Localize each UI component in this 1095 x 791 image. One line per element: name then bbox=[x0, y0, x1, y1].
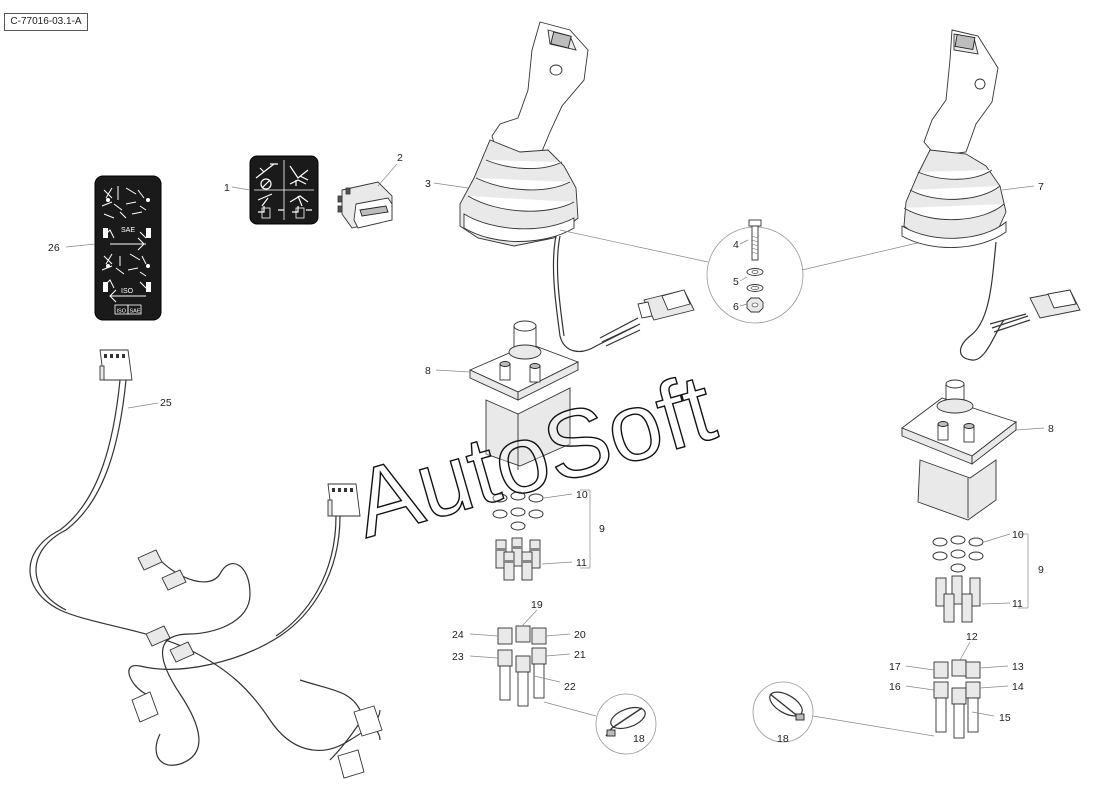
callout-16: 16 bbox=[889, 681, 901, 693]
pilot-valve-8-right bbox=[901, 379, 1017, 521]
reference-code-label: C-77016-03.1-A bbox=[4, 13, 88, 31]
callout-5: 5 bbox=[733, 276, 739, 288]
callout-15: 15 bbox=[999, 712, 1011, 724]
callout-10-left: 10 bbox=[576, 489, 588, 501]
callout-21: 21 bbox=[574, 649, 586, 661]
callout-19: 19 bbox=[531, 599, 543, 611]
callout-18-right: 18 bbox=[777, 733, 789, 745]
callout-9-left: 9 bbox=[599, 523, 605, 535]
callout-1: 1 bbox=[224, 182, 230, 194]
joystick-3 bbox=[459, 21, 695, 353]
callout-2: 2 bbox=[397, 152, 403, 164]
callout-20: 20 bbox=[574, 629, 586, 641]
hardware-detail bbox=[559, 219, 931, 324]
callout-26: 26 bbox=[48, 242, 60, 254]
callout-17: 17 bbox=[889, 661, 901, 673]
decal-sae-text: SAE bbox=[121, 227, 135, 234]
rocker-switch-2 bbox=[337, 181, 393, 229]
cable-tie-18-left bbox=[543, 693, 657, 755]
decal-iso-text: ISO bbox=[121, 288, 134, 295]
fittings-right bbox=[933, 659, 981, 739]
wiring-harness-25 bbox=[29, 349, 383, 779]
callout-8-right: 8 bbox=[1048, 423, 1054, 435]
callout-23: 23 bbox=[452, 651, 464, 663]
callout-14: 14 bbox=[1012, 681, 1024, 693]
callout-11-right: 11 bbox=[1012, 598, 1023, 610]
callout-4: 4 bbox=[733, 239, 739, 251]
callout-10-right: 10 bbox=[1012, 529, 1024, 541]
seal-kit-9-right bbox=[932, 533, 1029, 623]
callout-25: 25 bbox=[160, 397, 172, 409]
joystick-7 bbox=[901, 29, 1081, 361]
seal-kit-9-left bbox=[492, 489, 591, 581]
fittings-left bbox=[497, 625, 547, 707]
callout-18-left: 18 bbox=[633, 733, 645, 745]
pilot-valve-8-left bbox=[468, 320, 580, 470]
callout-6: 6 bbox=[733, 301, 739, 313]
decal-iso-box-text: ISO bbox=[117, 309, 127, 315]
decal-26: SAE ISO ISO SAE bbox=[94, 175, 162, 321]
callout-22: 22 bbox=[564, 681, 576, 693]
callout-11-left: 11 bbox=[576, 557, 587, 569]
callout-7: 7 bbox=[1038, 181, 1044, 193]
leader-lines bbox=[65, 163, 1045, 717]
decal-sae-box-text: SAE bbox=[130, 309, 141, 315]
callout-9-right: 9 bbox=[1038, 564, 1044, 576]
decal-1 bbox=[249, 155, 319, 225]
callout-12: 12 bbox=[966, 631, 978, 643]
callout-13: 13 bbox=[1012, 661, 1024, 673]
callout-24: 24 bbox=[452, 629, 464, 641]
callout-3: 3 bbox=[425, 178, 431, 190]
callout-8-left: 8 bbox=[425, 365, 431, 377]
callout-numbers: 1 2 3 4 5 6 7 8 8 9 9 10 10 11 11 12 13 … bbox=[48, 152, 1054, 745]
cable-tie-18-right bbox=[752, 681, 935, 743]
